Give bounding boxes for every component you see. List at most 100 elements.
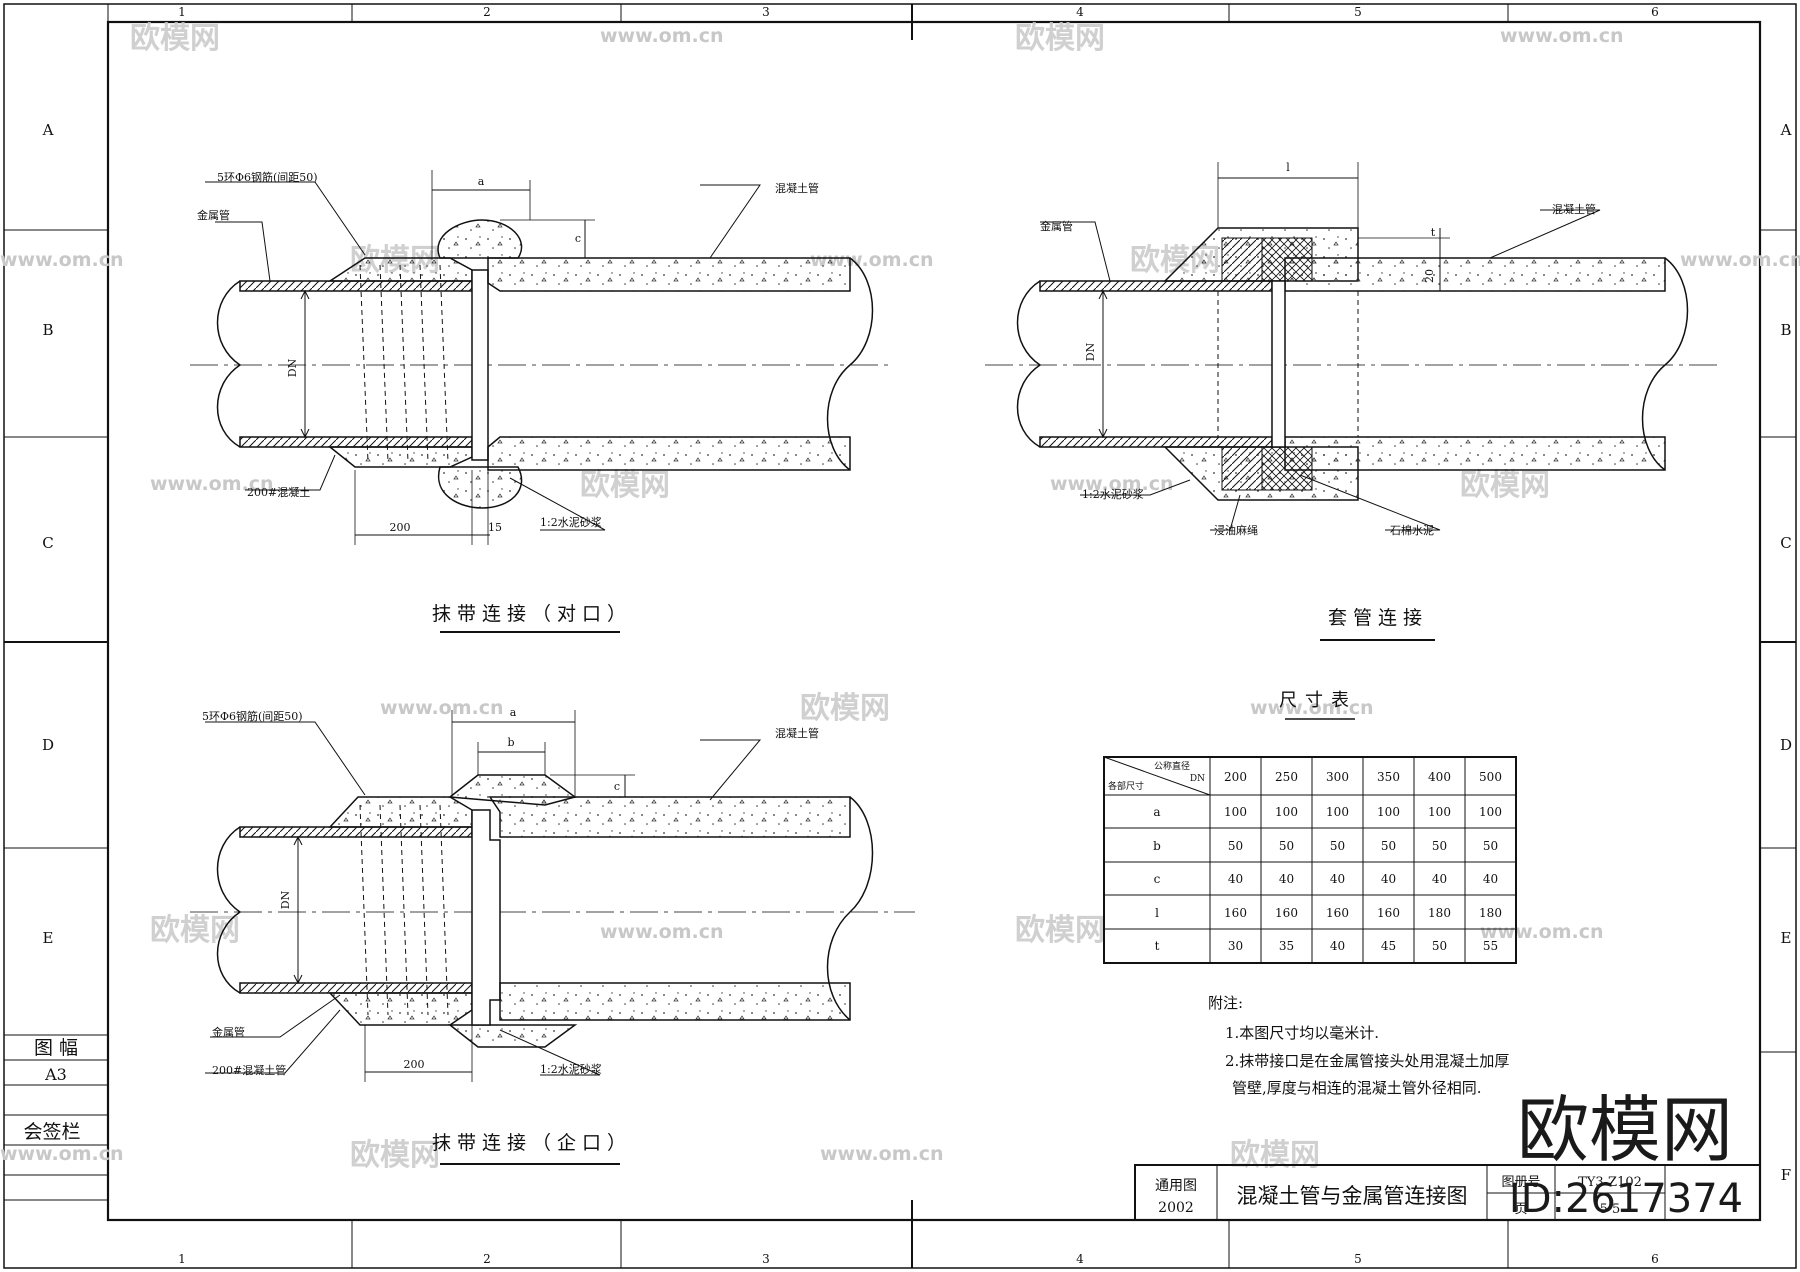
watermark-url-11: www.om.cn (1480, 921, 1604, 943)
notes-heading: 附注: (1208, 994, 1243, 1012)
notes: 附注: 1.本图尺寸均以毫米计. 2.抹带接口是在金属管接头处用混凝土加厚 管壁… (1208, 994, 1509, 1097)
metal-pipe-wall-top (239, 280, 473, 292)
table-row-label: t (1155, 939, 1160, 953)
zone-labels: 1 2 3 4 5 6 1 2 3 4 5 6 A B C D E A B C … (23, 5, 1792, 1266)
note-1: 1.本图尺寸均以毫米计. (1225, 1024, 1379, 1042)
table-column-header: 350 (1377, 770, 1400, 784)
label-c: c (575, 232, 581, 245)
note-2: 2.抹带接口是在金属管接头处用混凝土加厚 (1225, 1052, 1509, 1070)
metal-pipe-wall-bottom (239, 436, 473, 448)
tb-page: 5 5 (1600, 1202, 1621, 1217)
metal-pipe-wall-top (1039, 280, 1273, 292)
note-3: 管壁,厚度与相连的混凝土管外径相同. (1232, 1079, 1482, 1097)
table-cell: 50 (1279, 839, 1294, 853)
tongue-joint-gap (471, 809, 501, 1026)
table-cell: 35 (1279, 939, 1294, 953)
table-cell: 180 (1479, 906, 1502, 920)
table-column-header: 500 (1479, 770, 1502, 784)
watermark-url-8: www.om.cn (380, 697, 504, 719)
watermark-url-10: www.om.cn (600, 921, 724, 943)
label-dn: DN (279, 890, 292, 909)
watermark-url-5: www.om.cn (1680, 249, 1800, 271)
metal-pipe-wall-top (239, 826, 473, 838)
figure-title-butt: 抹带连接（对口） (432, 603, 632, 625)
sheet-size-value: A3 (44, 1065, 67, 1084)
watermark-url-13: www.om.cn (0, 1143, 124, 1165)
joint-gap (471, 269, 489, 461)
watermark-url-9: www.om.cn (1250, 697, 1374, 719)
label-dim-15: 15 (488, 521, 502, 534)
figure-band-tongue-joint (190, 710, 915, 1082)
table-row-label: b (1153, 839, 1161, 853)
rebar-rings (359, 804, 449, 1016)
table-row-label: a (1153, 805, 1160, 819)
table-cell: 160 (1275, 906, 1298, 920)
col-label-bottom-1: 1 (178, 1252, 186, 1266)
table-row-label: l (1155, 906, 1159, 920)
figure-band-butt-labels: 5环Φ6钢筋(间距50) 金属管 混凝土管 200#混凝土 1:2水泥砂浆 DN… (197, 170, 819, 534)
table-header-top: 公称直径 (1154, 760, 1190, 772)
label-rebar: 5环Φ6钢筋(间距50) (202, 709, 303, 723)
metal-pipe-break (1016, 280, 1042, 448)
label-concrete200: 200#混凝土 (247, 485, 310, 499)
table-cell: 50 (1432, 939, 1447, 953)
watermark-url-6: www.om.cn (150, 473, 274, 495)
concrete-pipe-wall-top (487, 257, 851, 292)
table-cell: 50 (1228, 839, 1243, 853)
watermark-brand-5: 欧模网 (580, 468, 670, 503)
col-label-bottom-4: 4 (1076, 1252, 1084, 1266)
table-header-left: 各部尺寸 (1108, 780, 1144, 792)
table-cell: 100 (1479, 805, 1502, 819)
tb-drawing-title: 混凝土管与金属管连接图 (1237, 1184, 1468, 1208)
table-column-header: 400 (1428, 770, 1451, 784)
figure-title-tongue: 抹带连接（企口） (432, 1132, 632, 1154)
col-label-bottom-6: 6 (1651, 1252, 1659, 1266)
col-label-bottom-5: 5 (1354, 1252, 1362, 1266)
table-cell: 160 (1377, 906, 1400, 920)
label-dn: DN (286, 358, 299, 377)
figure-band-tongue-labels: 5环Φ6钢筋(间距50) 混凝土管 金属管 200#混凝土管 1:2水泥砂浆 D… (202, 706, 819, 1077)
table-cell: 40 (1279, 872, 1294, 886)
row-label-left-d: D (42, 736, 54, 754)
label-concrete200: 200#混凝土管 (212, 1063, 286, 1077)
row-label-left-e: E (43, 929, 54, 947)
table-cell: 40 (1228, 872, 1243, 886)
rebar-rings (359, 264, 449, 463)
col-label-bottom-2: 2 (483, 1252, 491, 1266)
col-label-bottom-3: 3 (762, 1252, 770, 1266)
metal-pipe-wall-bottom (1039, 436, 1273, 448)
watermark-brand-6: 欧模网 (1460, 468, 1550, 503)
table-header-dn: DN (1190, 774, 1205, 784)
label-metal-pipe: 金属管 (1040, 219, 1073, 233)
row-label-right-e: E (1781, 929, 1792, 947)
row-label-left-b: B (42, 321, 53, 339)
label-asbestos: 石棉水泥 (1390, 523, 1434, 537)
table-column-header: 250 (1275, 770, 1298, 784)
label-hemp: 浸油麻绳 (1214, 523, 1258, 537)
hemp-top (1221, 237, 1263, 282)
label-c: c (614, 780, 620, 793)
concrete-pipe-break (826, 796, 874, 1021)
watermark-brand-1: 欧模网 (130, 21, 220, 56)
metal-pipe-break (216, 280, 242, 448)
row-label-left-a: A (42, 121, 54, 139)
label-metal-pipe: 金属管 (212, 1025, 245, 1039)
concrete-band-bottom (328, 992, 473, 1026)
col-label-top-6: 6 (1651, 5, 1659, 19)
concrete-pipe-wall-top (488, 796, 851, 838)
table-cell: 100 (1428, 805, 1451, 819)
watermark-url-12: www.om.cn (820, 1143, 944, 1165)
tb-year: 2002 (1158, 1200, 1194, 1216)
countersign-label: 会签栏 (23, 1121, 80, 1143)
title-block (1134, 1164, 1761, 1221)
table-cell: 160 (1224, 906, 1247, 920)
table-cell: 50 (1483, 839, 1498, 853)
table-title: 尺寸表 (1279, 690, 1357, 711)
figure-sleeve-joint (985, 162, 1720, 531)
table-cell: 180 (1428, 906, 1451, 920)
label-rebar: 5环Φ6钢筋(间距50) (217, 170, 318, 184)
table-cell: 50 (1432, 839, 1447, 853)
table-cell: 40 (1330, 939, 1345, 953)
